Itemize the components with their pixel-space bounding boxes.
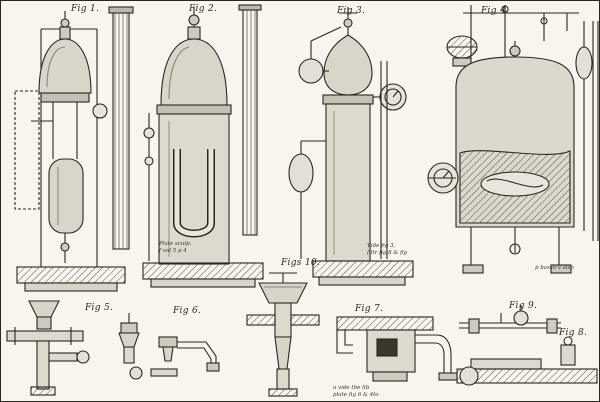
fig10-label: Figs 10. [281,258,321,268]
fig3-engine-drawing [288,7,414,286]
fig10-cock-detail-drawing [246,272,320,397]
fig4-label: Fig 4. [481,6,510,16]
fig7-note-line2: plate fig 6 & 4to [333,392,379,398]
fig3-note-line2: f ltr fig 8 & fig [367,250,408,256]
fig7-label: Fig 7. [355,304,384,314]
fig2-label: Fig 2. [189,4,218,14]
fig3-note-line1: Vide fig 3. [367,243,396,249]
fig7-section-detail-drawing [336,316,458,382]
fig6-valve-detail-drawing [118,313,220,380]
fig4-note: p basso v also [535,265,574,271]
fig1-label: Fig 1. [71,4,100,14]
fig7-note-line1: a vide the lib [333,385,370,391]
fig6-label: Fig 6. [173,306,202,316]
fig9-linkage-detail-drawing [459,305,561,334]
fig4-engine-drawing [427,5,599,274]
fig1-engine-drawing [14,6,134,292]
fig2-note-line2: f vol 5 p 4 [159,248,187,254]
fig2-note-line1: Plate sculp. [159,241,192,247]
fig8-beam-detail-drawing [456,336,598,386]
fig5-label: Fig 5. [85,303,114,313]
fig5-valve-detail-drawing [6,300,90,396]
fig9-label: Fig 9. [509,301,538,311]
fig8-label: Fig 8. [559,328,588,338]
fig3-label: Fig 3. [337,6,366,16]
fig2-engine-drawing [142,4,264,288]
